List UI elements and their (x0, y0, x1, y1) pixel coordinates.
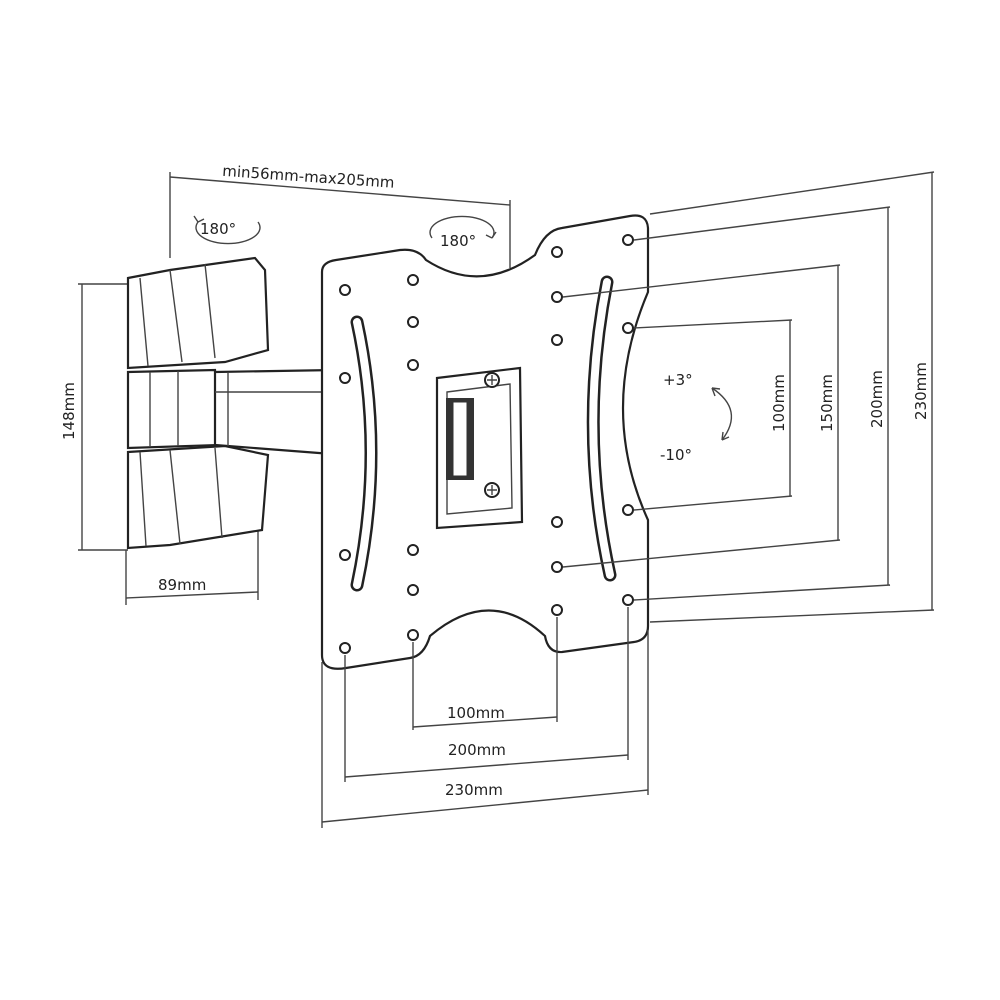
horizontal-dim-100-label: 100mm (447, 704, 505, 722)
wall-plate-width-label: 89mm (158, 576, 206, 594)
vesa-plate (320, 214, 650, 670)
swivel-right-badge: 180° (429, 215, 497, 250)
horizontal-dimensions: 100mm 200mm 230mm (321, 607, 649, 828)
tilt-bracket (435, 366, 524, 530)
horizontal-dim-230-label: 230mm (445, 781, 503, 799)
wall-plate-height-dimension: 148mm (60, 283, 128, 551)
wall-plate-height-label: 148mm (60, 382, 78, 440)
tilt-down-label: -10° (660, 446, 692, 464)
wall-plate-width-dimension: 89mm (125, 530, 259, 605)
arm-extension-label: min56mm-max205mm (222, 162, 395, 192)
vertical-dim-150-label: 150mm (818, 374, 836, 432)
mounting-holes (339, 234, 634, 654)
horizontal-dim-200-label: 200mm (448, 741, 506, 759)
vertical-dim-100-label: 100mm (770, 374, 788, 432)
tilt-indicator: +3° -10° (660, 371, 733, 464)
arm-extension-dimension: min56mm-max205mm (169, 162, 511, 268)
swivel-right-label: 180° (440, 232, 476, 250)
vertical-dim-230-label: 230mm (912, 362, 930, 420)
swivel-left-badge: 180° (193, 215, 261, 245)
vertical-dim-200-label: 200mm (868, 370, 886, 428)
tilt-up-label: +3° (663, 371, 693, 389)
vertical-dimensions: 100mm 150mm 200mm 230mm (562, 171, 935, 623)
swivel-left-label: 180° (200, 220, 236, 238)
